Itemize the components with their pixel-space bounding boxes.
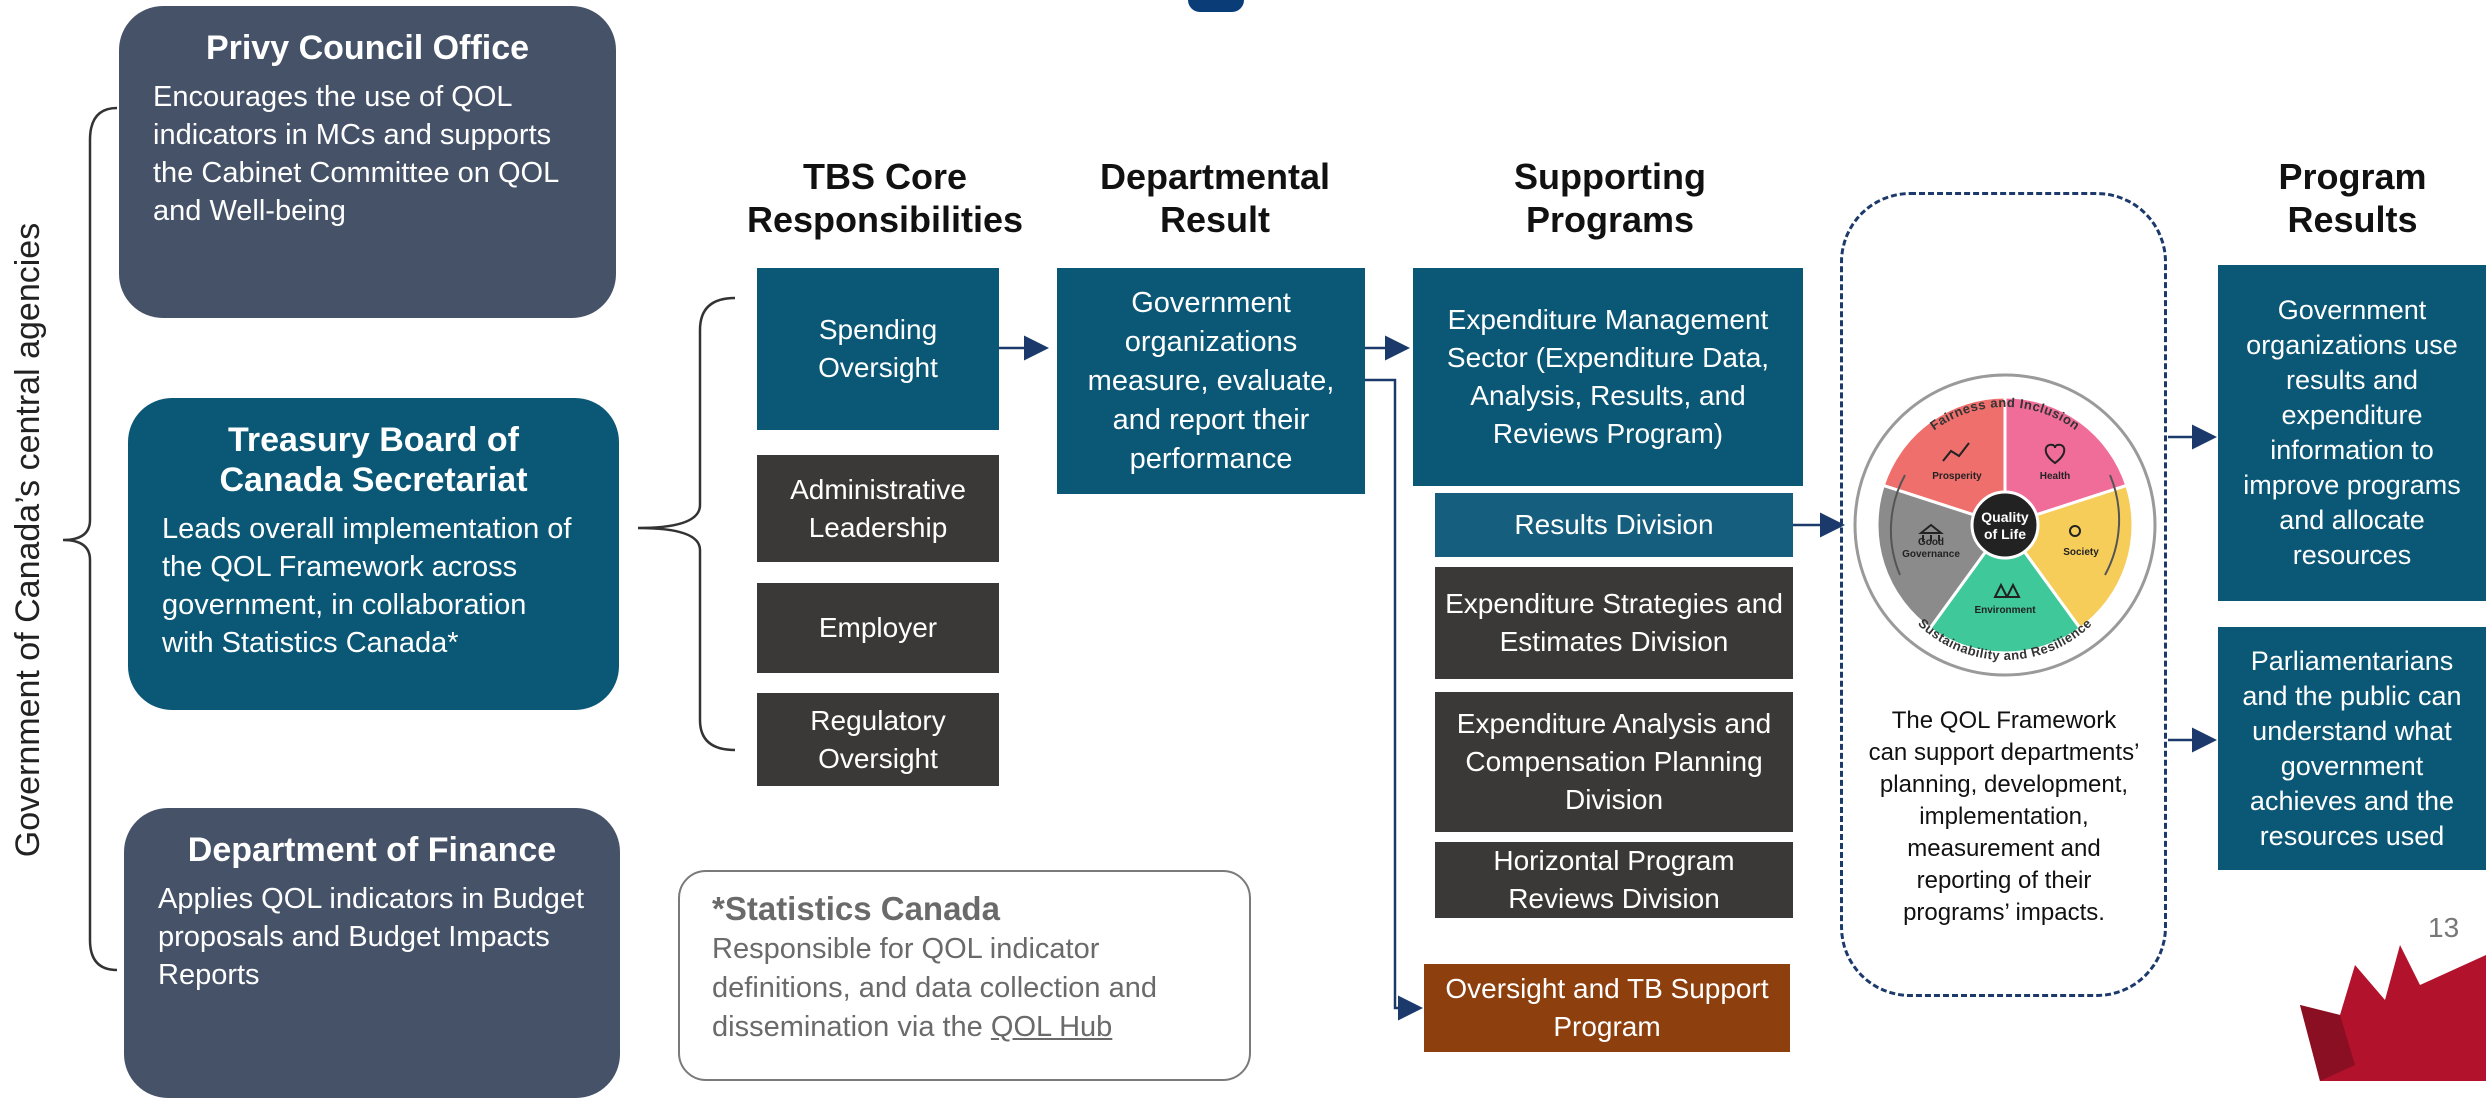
statcan-note: *Statistics Canada Responsible for QOL i… — [678, 870, 1251, 1081]
maple-leaf-icon — [2300, 945, 2486, 1081]
col-header-dept: Departmental Result — [1099, 156, 1331, 240]
col-header-core: TBS Core Responsibilities — [746, 156, 1024, 240]
qol-domain-good: Good — [1918, 537, 1944, 548]
core-employer: Employer — [757, 583, 999, 673]
statcan-desc-text: Responsible for QOL indicator definition… — [712, 933, 1157, 1043]
prosperity-icon — [1942, 442, 1970, 462]
division-results: Results Division — [1435, 493, 1793, 557]
division-expenditure-strategies: Expenditure Strategies and Estimates Div… — [1435, 567, 1793, 679]
qol-domain-prosperity: Prosperity — [1932, 471, 1982, 482]
col-header-programs: Supporting Programs — [1514, 156, 1706, 240]
qol-sector-environment — [1927, 522, 2083, 655]
qol-caption-line: The QOL Framework — [1891, 707, 2117, 734]
health-icon — [2044, 443, 2066, 465]
core-spending-oversight: Spending Oversight — [757, 268, 999, 430]
agency-desc: Applies QOL indicators in Budget proposa… — [158, 883, 585, 991]
agencies-brace — [62, 106, 118, 972]
departmental-result: Government organizations measure, evalua… — [1057, 268, 1365, 494]
col-header-results: Program Results — [2278, 156, 2427, 240]
qol-sector-health — [2003, 395, 2129, 528]
governance-icon — [1918, 523, 1944, 541]
qol-caption: The QOL Framework can support department… — [1848, 705, 2160, 929]
statcan-title: *Statistics Canada — [712, 890, 1000, 927]
qol-domain-environment: Environment — [1974, 605, 2036, 616]
page-number: 13 — [2428, 912, 2460, 943]
program-result-2: Parliamentarians and the public can unde… — [2218, 627, 2486, 870]
program-result-1: Government organizations use results and… — [2218, 265, 2486, 601]
qol-domain-health: Health — [2040, 471, 2071, 482]
qol-wheel: Quality of Life Fairness and Inclusion S… — [1853, 373, 2157, 677]
qol-hub-link[interactable]: QOL Hub — [990, 1011, 1113, 1043]
agency-pco: Privy Council Office Encourages the use … — [119, 6, 616, 318]
agency-title: Department of Finance — [187, 831, 557, 869]
agency-tbs: Treasury Board of Canada Secretariat Lea… — [128, 398, 619, 710]
statcan-desc: Responsible for QOL indicator definition… — [712, 930, 1217, 1047]
qol-framework-panel — [1840, 192, 2167, 997]
qol-domain-governance: Governance — [1902, 549, 1960, 560]
qol-caption-line: implementation, — [1919, 803, 2089, 830]
society-icon — [2069, 525, 2081, 537]
agency-title: Treasury Board of Canada Secretariat — [219, 421, 528, 499]
core-administrative-leadership: Administrative Leadership — [757, 455, 999, 562]
qol-caption-line: planning, development, — [1879, 771, 2129, 798]
qol-caption-line: reporting of their — [1916, 867, 2092, 894]
core-brace — [637, 296, 736, 752]
program-ems: Expenditure Management Sector (Expenditu… — [1413, 268, 1803, 486]
agency-title: Privy Council Office — [205, 29, 530, 67]
qol-caption-line: can support departments’ — [1868, 739, 2140, 766]
division-horizontal-reviews: Horizontal Program Reviews Division — [1435, 842, 1793, 918]
qol-caption-line: programs’ impacts. — [1903, 899, 2105, 926]
cycle-left-icon — [1889, 474, 1906, 576]
qol-center-2: of Life — [1984, 526, 2026, 542]
title-fragment — [1188, 0, 1244, 12]
qol-domain-society: Society — [2063, 547, 2099, 558]
agency-desc: Leads overall implementation of the QOL … — [162, 513, 572, 659]
agency-desc: Encourages the use of QOL indicators in … — [153, 81, 559, 227]
qol-center-1: Quality — [1981, 509, 2029, 525]
environment-icon — [1993, 582, 2021, 598]
cycle-right-icon — [2104, 474, 2121, 576]
agency-fin: Department of Finance Applies QOL indica… — [124, 808, 620, 1098]
program-oversight-tb: Oversight and TB Support Program — [1424, 964, 1790, 1052]
division-expenditure-analysis: Expenditure Analysis and Compensation Pl… — [1435, 692, 1793, 832]
qol-caption-line: measurement and — [1907, 835, 2101, 862]
core-regulatory-oversight: Regulatory Oversight — [757, 693, 999, 786]
